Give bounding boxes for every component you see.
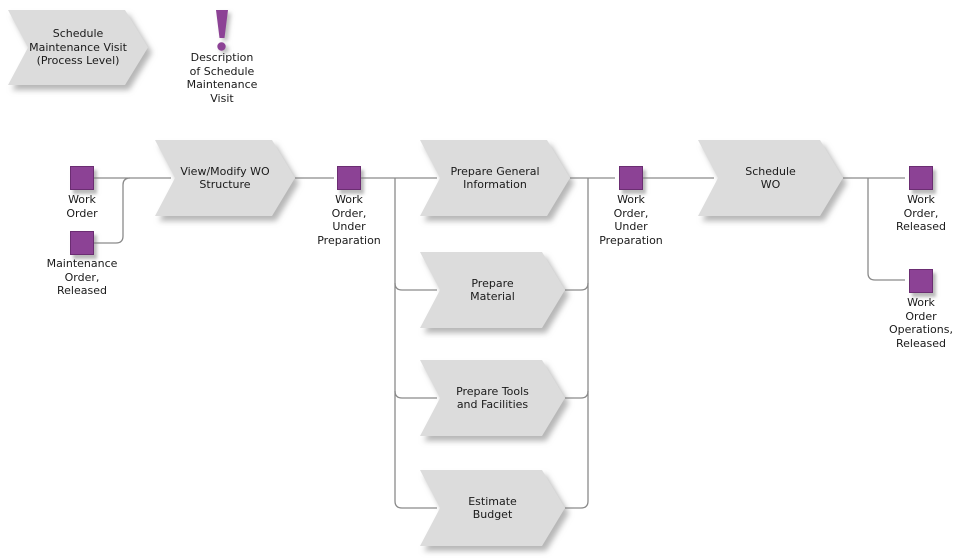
connector	[394, 282, 437, 291]
step-prepare-tools-and-facilities[interactable]: Prepare Tools and Facilities	[420, 360, 565, 436]
step-view-modify-wo-structure[interactable]: View/Modify WO Structure	[155, 140, 295, 216]
banner-label: Schedule Maintenance Visit (Process Leve…	[29, 27, 127, 68]
artifact-label: Work Order Operations, Released	[889, 296, 953, 350]
artifact-maintenance-order-released[interactable]	[70, 231, 94, 255]
connector	[394, 178, 437, 509]
banner-shape: Schedule Maintenance Visit (Process Leve…	[8, 10, 148, 85]
step-label: Schedule WO	[745, 164, 796, 191]
process-level-banner[interactable]: Schedule Maintenance Visit (Process Leve…	[8, 10, 148, 85]
step-prepare-material[interactable]: Prepare Material	[420, 252, 565, 328]
connector	[565, 390, 589, 399]
artifact-label: Maintenance Order, Released	[46, 257, 118, 297]
step-prepare-general-information[interactable]: Prepare General Information	[420, 140, 570, 216]
step-schedule-wo[interactable]: Schedule WO	[698, 140, 843, 216]
note-label: Description of Schedule Maintenance Visi…	[186, 51, 258, 105]
artifact-work-order-released[interactable]	[909, 166, 933, 190]
artifact-label: Work Order	[66, 193, 98, 220]
artifact-label: Work Order, Under Preparation	[599, 193, 663, 247]
exclamation-icon[interactable]	[212, 8, 232, 52]
connector	[565, 282, 589, 291]
artifact-work-order-under-preparation-1[interactable]	[337, 166, 361, 190]
step-label: Estimate Budget	[468, 494, 517, 521]
step-label: Prepare General Information	[450, 164, 540, 191]
step-estimate-budget[interactable]: Estimate Budget	[420, 470, 565, 546]
connector	[867, 178, 905, 281]
step-label: Prepare Tools and Facilities	[456, 384, 529, 411]
artifact-label: Work Order, Under Preparation	[317, 193, 381, 247]
artifact-work-order[interactable]	[70, 166, 94, 190]
connector	[565, 178, 589, 509]
connector	[94, 177, 131, 244]
artifact-label: Work Order, Released	[896, 193, 946, 233]
connector	[394, 390, 437, 399]
artifact-work-order-operations-released[interactable]	[909, 269, 933, 293]
artifact-work-order-under-preparation-2[interactable]	[619, 166, 643, 190]
step-label: View/Modify WO Structure	[180, 164, 270, 191]
step-label: Prepare Material	[470, 276, 515, 303]
